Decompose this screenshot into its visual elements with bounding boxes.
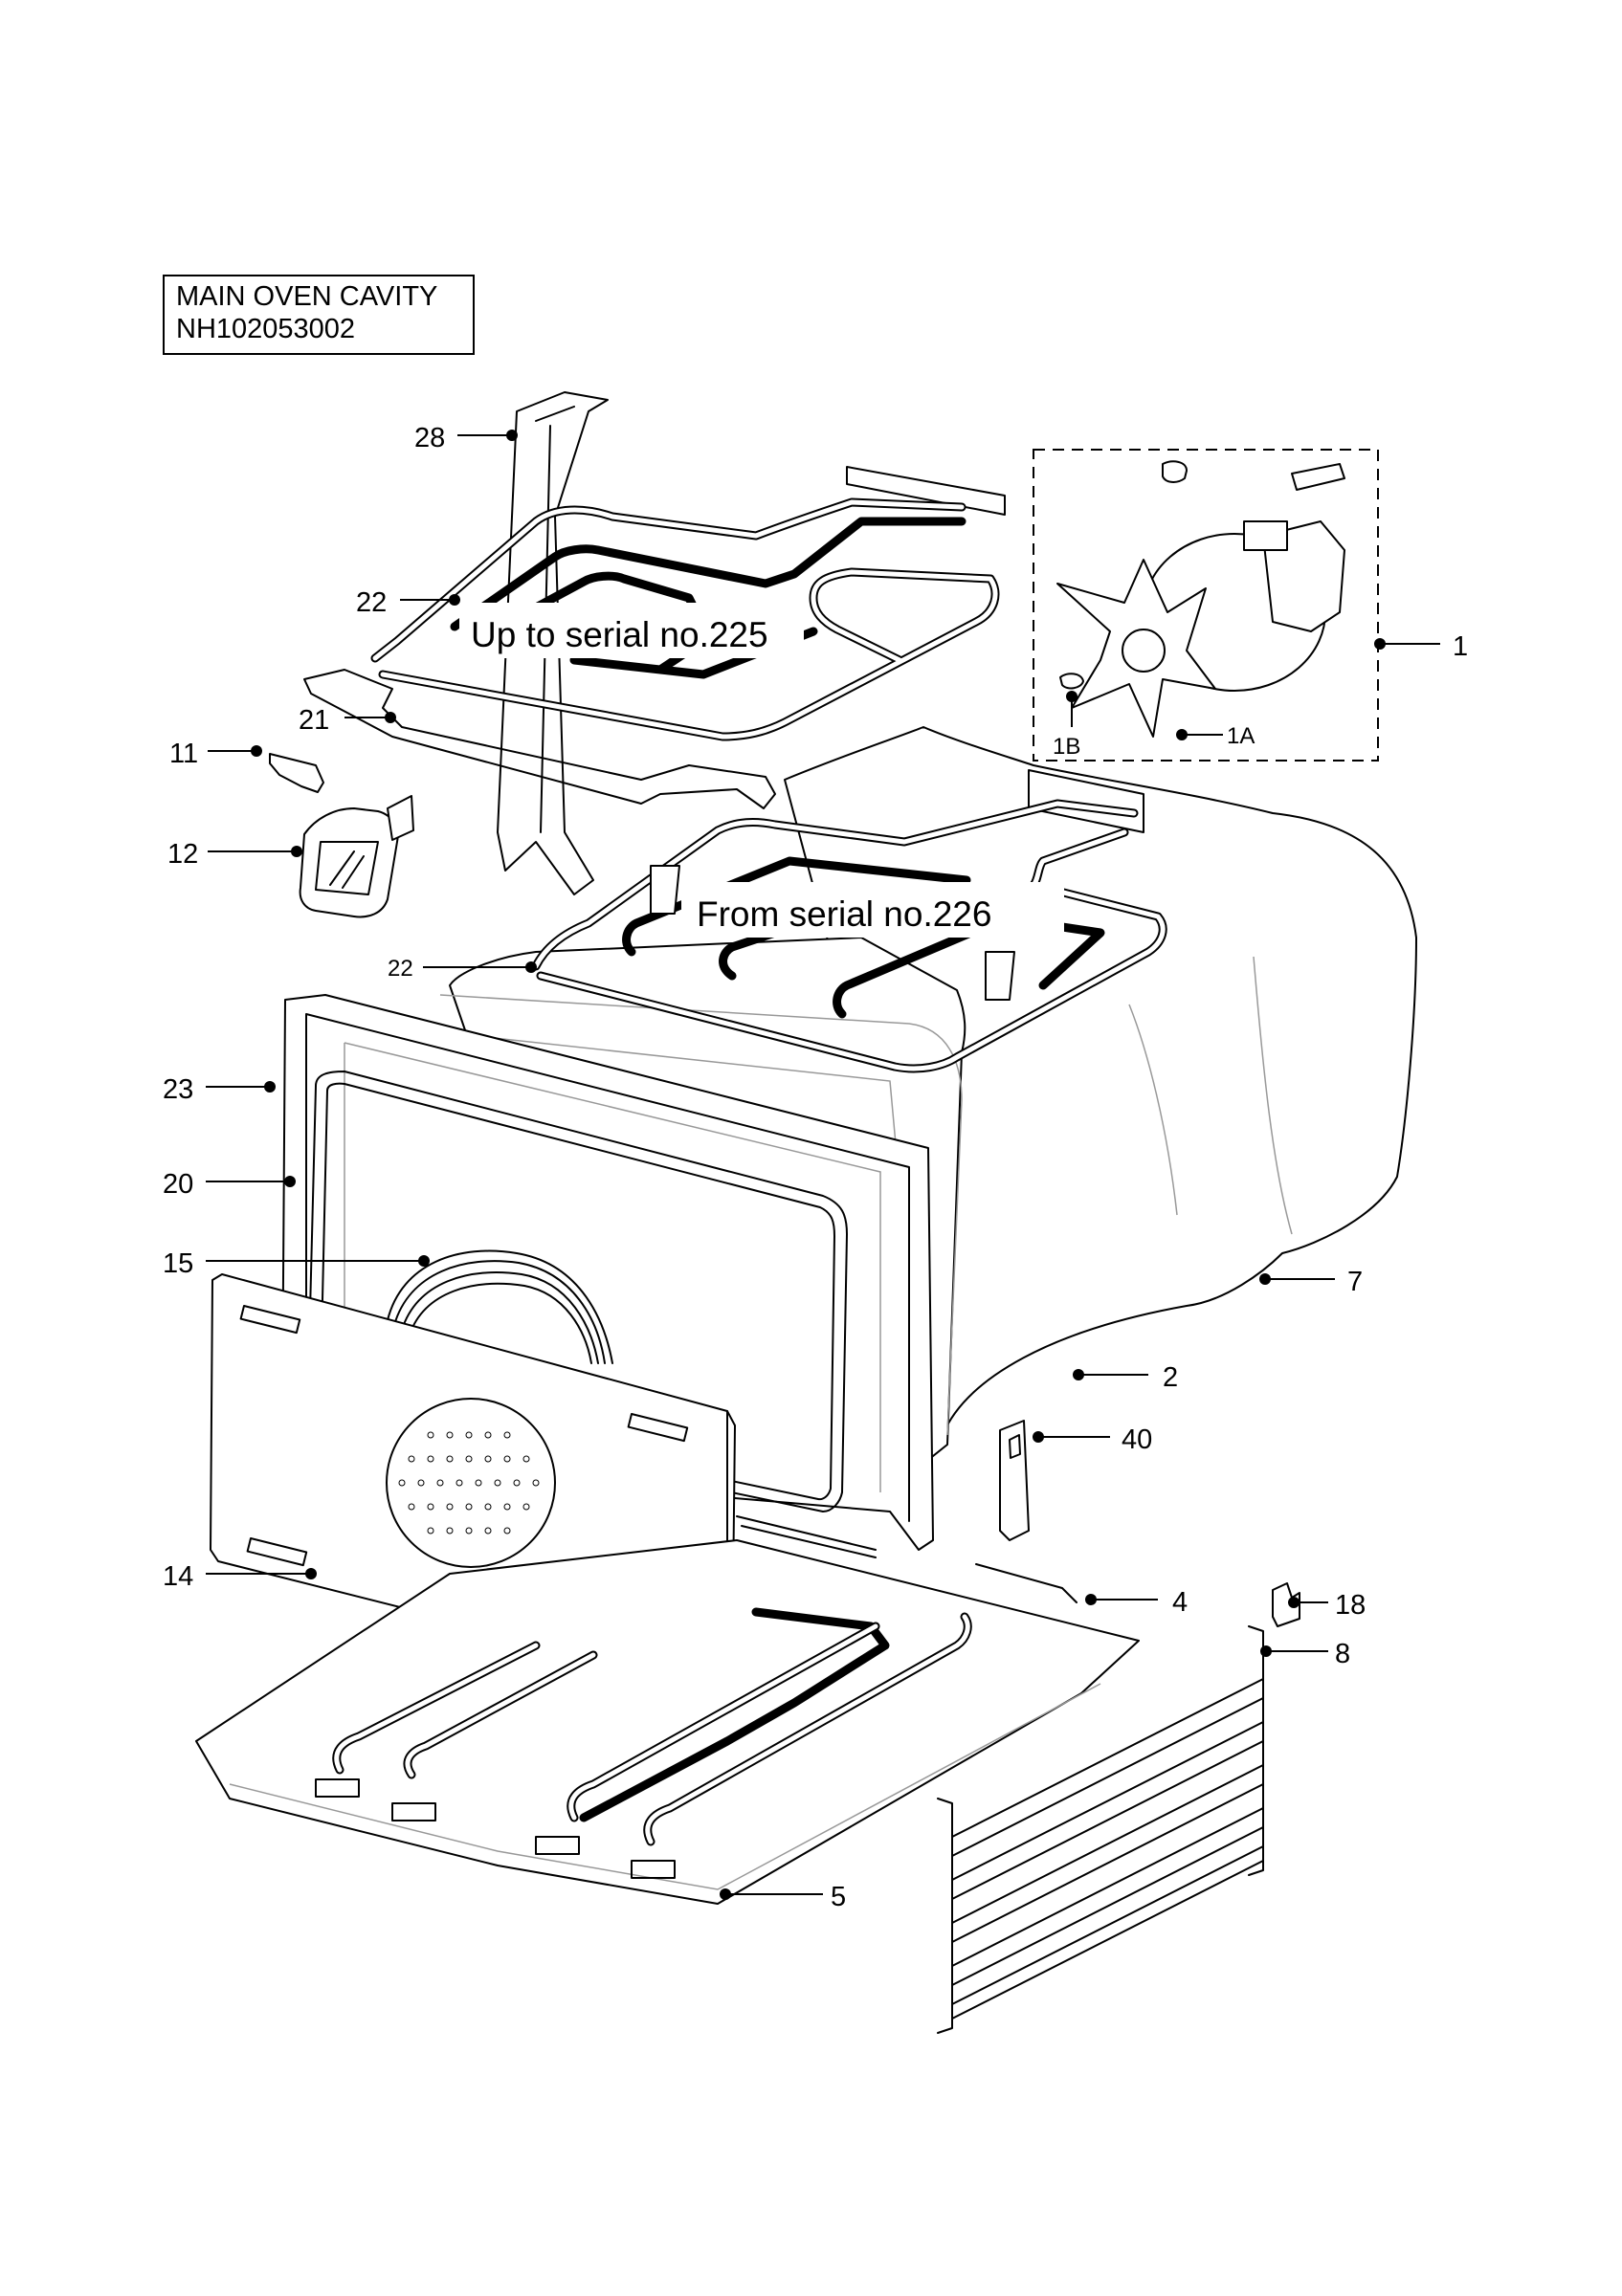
callout-40: 40 <box>1033 1424 1152 1455</box>
diagram-title: MAIN OVEN CAVITY <box>176 281 438 312</box>
callout-20-label: 20 <box>163 1169 193 1200</box>
callout-1b: 1B <box>1053 691 1080 760</box>
note-lower-serial: From serial no.226 <box>697 894 991 934</box>
callout-22-upper-label: 22 <box>356 587 387 618</box>
callout-11: 11 <box>169 739 262 769</box>
callout-8: 8 <box>1260 1639 1350 1669</box>
callout-7: 7 <box>1259 1267 1363 1297</box>
callout-40-label: 40 <box>1122 1424 1152 1455</box>
callout-4-label: 4 <box>1172 1587 1188 1618</box>
diagram-title-box: MAIN OVEN CAVITY NH102053002 <box>163 275 475 355</box>
runner-clip-drawing <box>1272 1582 1300 1627</box>
note-upper-serial: Up to serial no.225 <box>471 615 768 654</box>
base-panel-drawing <box>195 1539 1140 1905</box>
callout-2: 2 <box>1073 1362 1178 1393</box>
callout-23: 23 <box>163 1074 276 1105</box>
callout-12-label: 12 <box>167 839 198 870</box>
callout-2-label: 2 <box>1163 1362 1178 1393</box>
note-upper-bg <box>459 603 804 658</box>
callout-23-label: 23 <box>163 1074 193 1105</box>
callout-18-label: 18 <box>1335 1590 1366 1621</box>
callout-21-label: 21 <box>299 705 329 736</box>
callout-22-upper: 22 <box>356 587 460 618</box>
fan-guard-wire-drawing <box>387 1249 613 1364</box>
callout-11-label: 11 <box>169 739 198 769</box>
callout-15-label: 15 <box>163 1248 193 1279</box>
callout-1-label: 1 <box>1453 631 1468 662</box>
callout-8-label: 8 <box>1335 1639 1350 1669</box>
callout-12: 12 <box>167 839 302 870</box>
callout-15: 15 <box>163 1248 430 1279</box>
callout-1b-label: 1B <box>1053 734 1080 760</box>
grill-bracket-drawing <box>303 669 776 809</box>
thermostat-probe-drawing <box>736 1515 877 1558</box>
note-lower-bg <box>681 882 1064 938</box>
back-panel-perforations <box>398 1431 540 1534</box>
grill-element-upper-drawing <box>370 466 1006 741</box>
shelf-runner-drawing <box>937 1625 1264 2034</box>
callout-22-lower-label: 22 <box>388 956 413 982</box>
callout-5: 5 <box>720 1882 846 1912</box>
side-bracket-drawing <box>999 1420 1030 1541</box>
part-number: NH102053002 <box>176 314 356 344</box>
callout-7-label: 7 <box>1347 1267 1363 1297</box>
callout-28: 28 <box>414 423 518 453</box>
callout-5-label: 5 <box>831 1882 846 1912</box>
callout-14-label: 14 <box>163 1561 193 1592</box>
callout-18: 18 <box>1288 1590 1366 1621</box>
oven-lamp-drawing <box>299 795 414 918</box>
callout-4: 4 <box>1085 1587 1188 1618</box>
callout-14: 14 <box>163 1561 317 1592</box>
callout-22-lower: 22 <box>388 956 537 982</box>
clip-drawing <box>269 753 324 793</box>
grill-element-lower-drawing <box>531 769 1167 1073</box>
callout-20: 20 <box>163 1169 296 1200</box>
callout-1a-label: 1A <box>1227 723 1255 749</box>
callout-21: 21 <box>299 705 396 736</box>
callout-1: 1 <box>1374 631 1468 662</box>
callout-28-label: 28 <box>414 423 445 453</box>
fan-assembly-drawing <box>1033 449 1379 762</box>
callout-1a: 1A <box>1176 723 1255 749</box>
base-element-drawing <box>332 1563 1078 1846</box>
